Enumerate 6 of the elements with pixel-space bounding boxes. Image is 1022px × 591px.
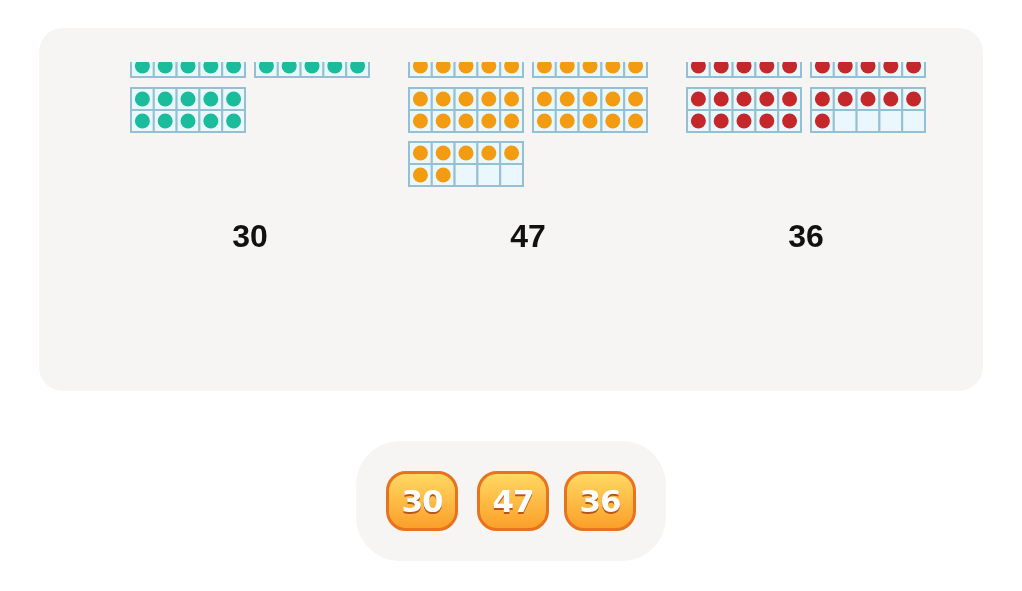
number-button: 47	[477, 471, 549, 531]
number-label: 47	[509, 218, 547, 254]
number-button: 36	[564, 471, 636, 531]
number-label: 30	[231, 218, 269, 254]
number-label: 36	[787, 218, 825, 254]
number-button: 30	[386, 471, 458, 531]
